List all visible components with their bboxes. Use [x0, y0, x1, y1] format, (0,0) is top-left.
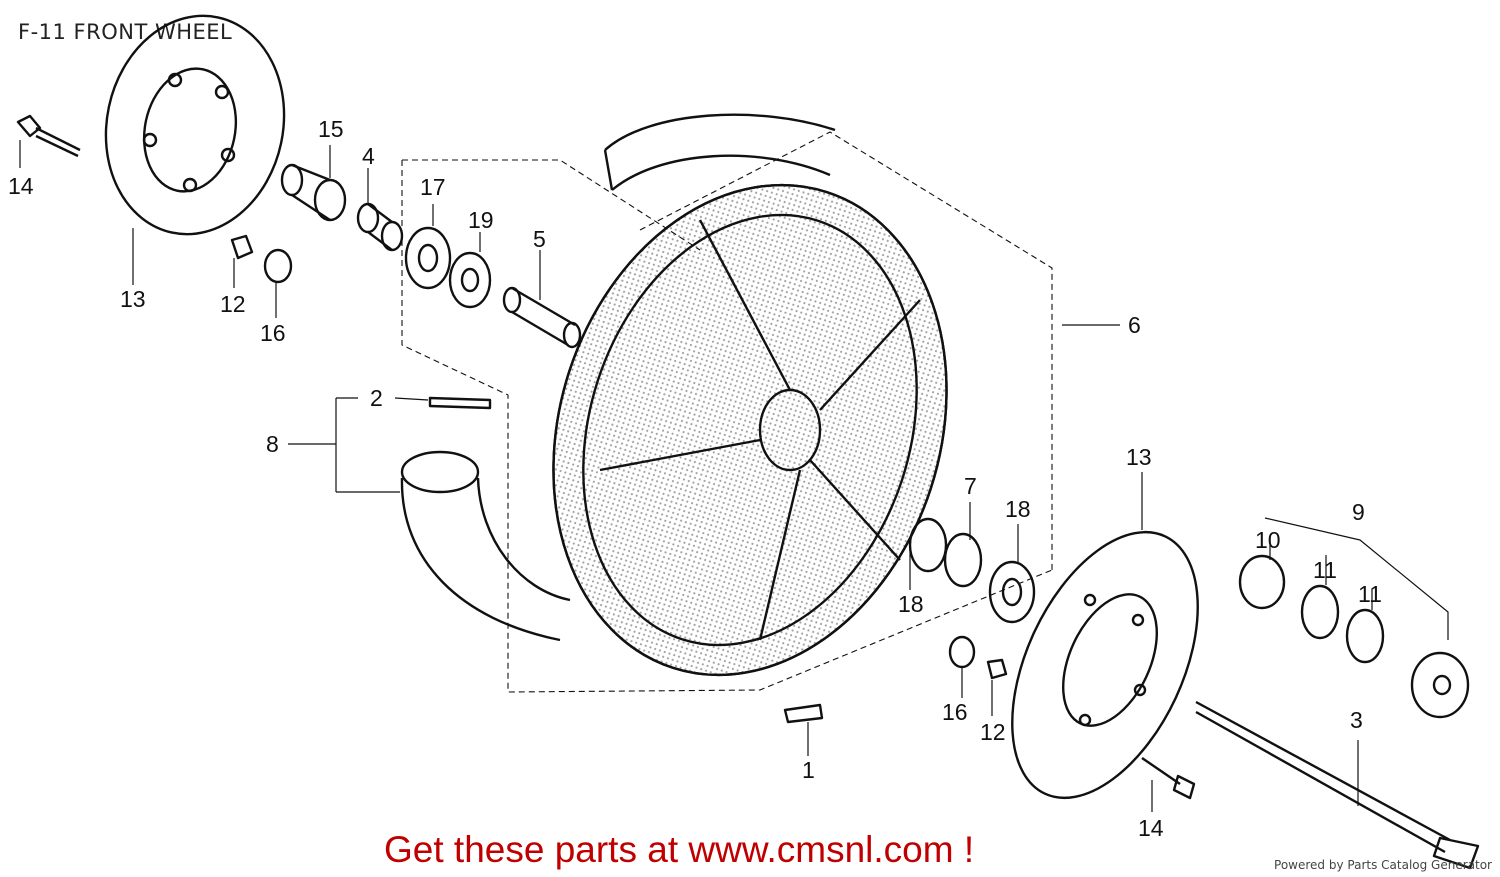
- callout-label: 6: [1128, 312, 1141, 338]
- seal-19-icon: [448, 251, 492, 309]
- gear-retainer-icon: [1238, 554, 1286, 610]
- callout-labels: 14 13 12 16 15 4 17 19 5 2 8 6 7 18 13 9…: [8, 116, 1382, 841]
- tire-section-icon: [603, 113, 836, 191]
- washer-11a-icon: [1300, 584, 1340, 640]
- nut-16-right-icon: [948, 635, 976, 669]
- callout-label: 16: [260, 320, 286, 346]
- callout-label: 5: [533, 226, 546, 252]
- inner-tube-icon: [400, 450, 571, 642]
- callout-label: 13: [1126, 444, 1152, 470]
- callout-label: 14: [1138, 815, 1164, 841]
- callout-label: 7: [964, 473, 977, 499]
- callout-label: 3: [1350, 707, 1363, 733]
- speedometer-gearbox-icon: [1410, 651, 1470, 719]
- generator-credit: Powered by Parts Catalog Generator: [1274, 858, 1492, 872]
- front-axle-icon: [1195, 700, 1480, 870]
- callout-label: 15: [318, 116, 344, 142]
- cta-link[interactable]: Get these parts at www.cmsnl.com !: [384, 829, 975, 870]
- distance-collar-icon: [356, 202, 404, 252]
- callout-label: 14: [8, 173, 34, 199]
- brake-disc-left-icon: [104, 14, 286, 236]
- callout-label: 17: [420, 174, 446, 200]
- callout-label: 13: [120, 286, 146, 312]
- side-collar-icon: [280, 163, 347, 222]
- brake-disc-right-icon: [1011, 530, 1199, 800]
- dashed-guides: [401, 131, 1053, 693]
- callout-label: 19: [468, 207, 494, 233]
- washer-11b-icon: [1345, 608, 1385, 664]
- callout-label: 9: [1352, 499, 1365, 525]
- callout-label: 4: [362, 143, 375, 169]
- callout-label: 16: [942, 699, 968, 725]
- seal-7-icon: [943, 532, 983, 588]
- nut-16-left-icon: [263, 248, 293, 284]
- wheel-rim-icon: [552, 183, 948, 677]
- bearing-18-icon: [988, 560, 1036, 624]
- callout-label: 8: [266, 431, 279, 457]
- callout-label: 18: [898, 591, 924, 617]
- bearing-inner-icon: [908, 517, 948, 573]
- callout-label: 1: [802, 757, 815, 783]
- callout-label: 2: [370, 385, 383, 411]
- balance-weight-icon: [783, 703, 824, 724]
- leader-lines: [19, 140, 1449, 812]
- callout-label: 10: [1255, 527, 1281, 553]
- disc-bolt-right-icon: [1141, 757, 1196, 800]
- axle-spacer-icon: [502, 286, 582, 349]
- disc-bolt-left-icon: [16, 114, 81, 158]
- callout-label: 12: [980, 719, 1006, 745]
- nut-12-left-icon: [230, 234, 254, 260]
- valve-stem-icon: [428, 396, 492, 410]
- bearing-17-icon: [404, 226, 452, 290]
- callout-label: 18: [1005, 496, 1031, 522]
- diagram-title: F-11 FRONT WHEEL: [18, 20, 233, 44]
- callout-label: 12: [220, 291, 246, 317]
- nut-12-right-icon: [986, 658, 1008, 680]
- callout-label: 11: [1358, 581, 1382, 607]
- callout-label: 11: [1313, 557, 1337, 583]
